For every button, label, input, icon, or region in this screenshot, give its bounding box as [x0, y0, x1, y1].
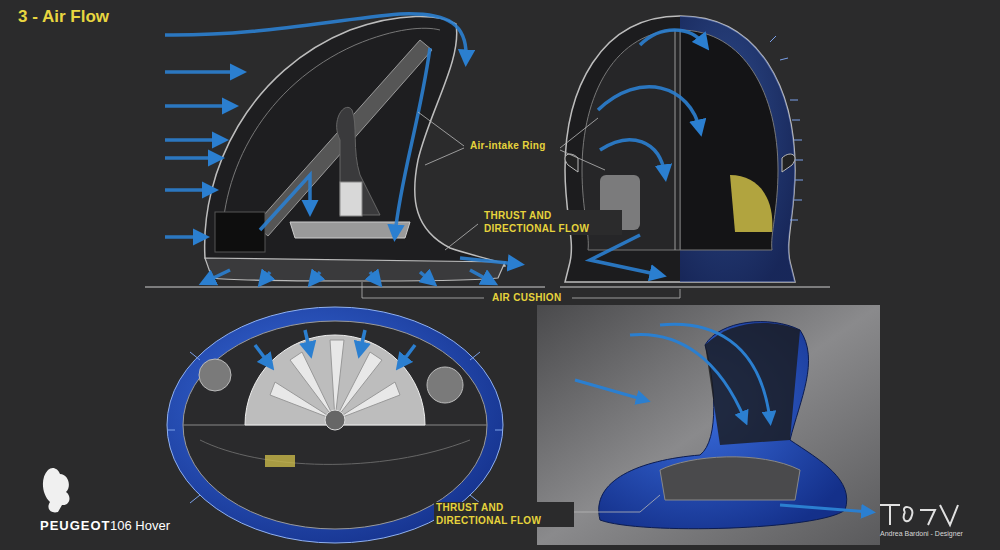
rim-ribs: [167, 352, 503, 503]
pod-front-shell: [565, 16, 795, 282]
leader-lines: [362, 112, 680, 512]
designer-logo: [880, 505, 958, 525]
fan-blades-top: [270, 340, 400, 420]
front-airflow-arrows: [590, 30, 705, 275]
fan-blades: [290, 222, 410, 238]
mirror-right: [782, 154, 795, 172]
pod-render: [599, 322, 847, 529]
side-mirror: [427, 367, 463, 403]
side-mirror: [199, 359, 231, 391]
fan-motor: [340, 182, 362, 216]
fan-hub: [325, 410, 345, 430]
front-box: [215, 212, 265, 252]
part-label: AIR CUSHION: [490, 292, 563, 305]
blue-half: [680, 16, 795, 282]
model-name: 106 Hover: [110, 518, 170, 534]
render-airflow-arrows: [575, 324, 870, 512]
part-label: Air-intake Ring: [468, 140, 548, 153]
cabin-right: [680, 30, 778, 250]
render-canopy: [705, 323, 800, 445]
part-label: THRUST AND DIRECTIONAL FLOW: [434, 502, 574, 527]
front-view: [560, 16, 830, 287]
pod-shell: [205, 16, 505, 266]
designer-signature: Andrea Bardoni - Designer: [880, 530, 963, 539]
brand-name: PEUGEOT: [40, 518, 111, 534]
sheet-title: 3 - Air Flow: [18, 6, 109, 27]
ground-line: [145, 287, 545, 288]
lion-logo: [43, 468, 70, 512]
ground-line: [560, 287, 830, 288]
air-intake-duct: [255, 40, 432, 236]
driver-silhouette: [337, 107, 380, 215]
intake-ribs: [770, 36, 803, 220]
render-view: [537, 305, 880, 545]
airflow-arrows: [165, 14, 518, 282]
dash: [265, 455, 295, 467]
centre-line: [675, 30, 676, 250]
top-airflow-arrows: [255, 330, 415, 365]
render-backdrop: [537, 305, 880, 545]
part-label: THRUST AND DIRECTIONAL FLOW: [482, 210, 622, 235]
skirt: [205, 258, 505, 281]
top-inner: [183, 321, 487, 529]
yellow-trim: [730, 175, 772, 232]
render-fan-bay: [660, 457, 800, 500]
cabin-line: [200, 440, 470, 464]
